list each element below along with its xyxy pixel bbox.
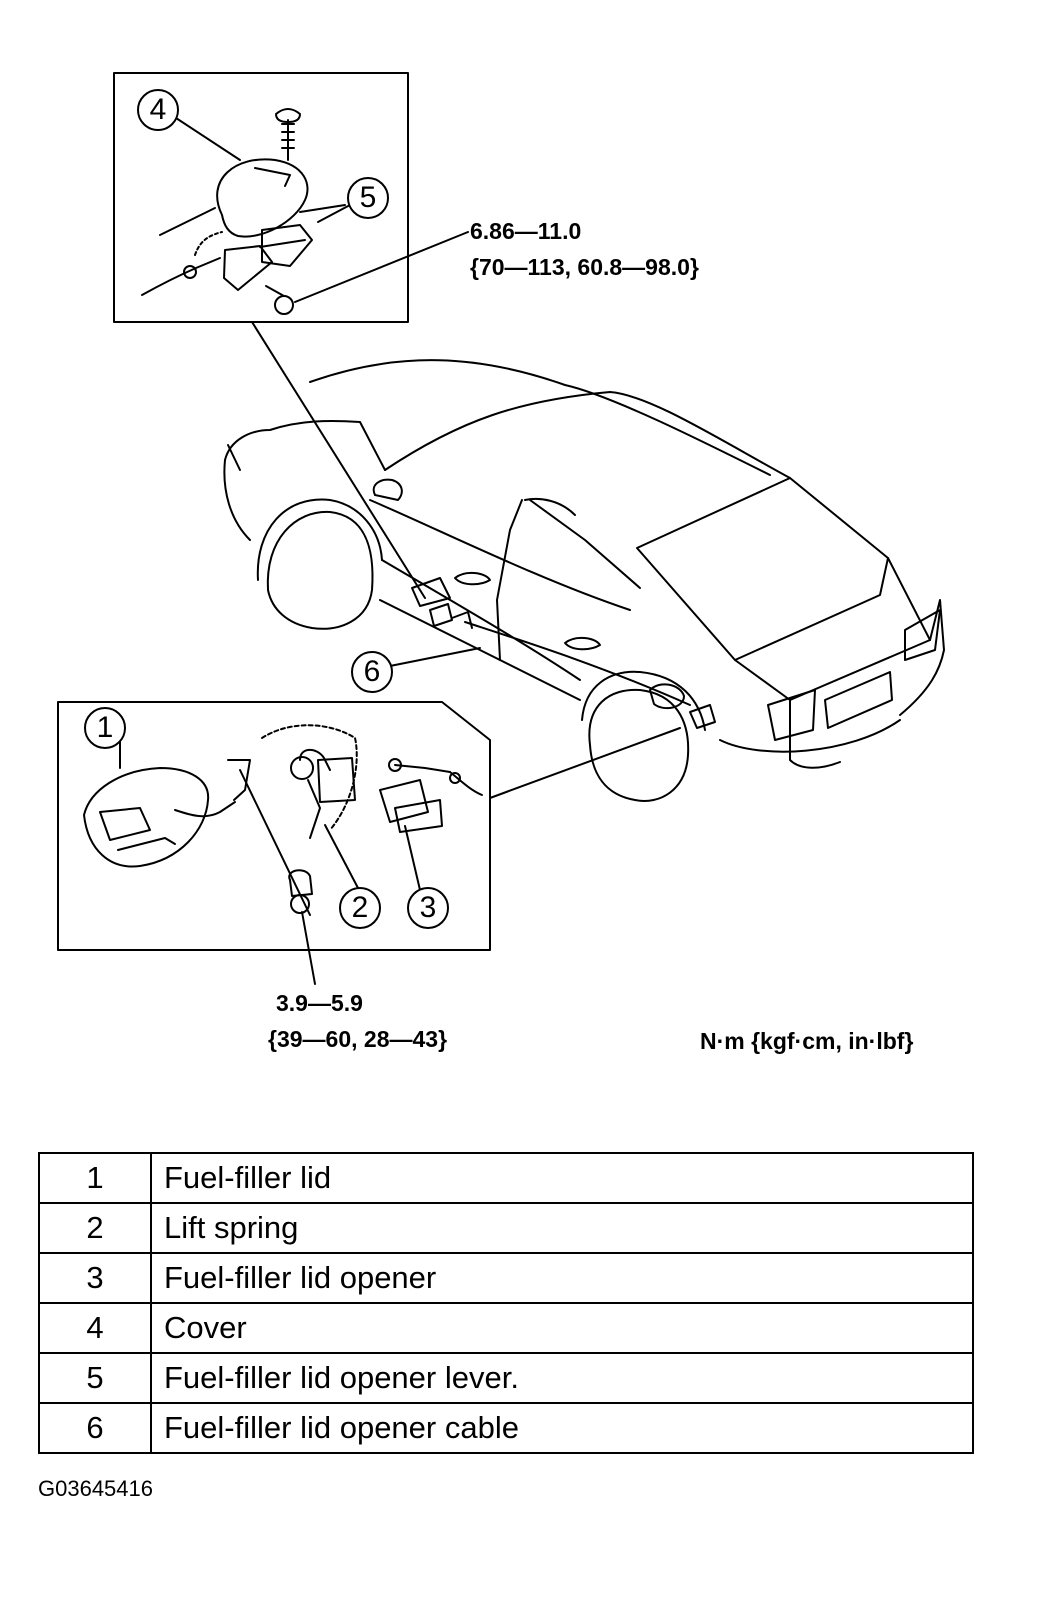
- callout-5-leader: [317, 204, 351, 223]
- lower-box-leader: [489, 727, 681, 799]
- table-row: 5 Fuel-filler lid opener lever.: [38, 1352, 974, 1404]
- part-number: 3: [38, 1252, 152, 1304]
- lower-detail-box: [57, 701, 491, 951]
- car-outline: [223, 359, 945, 802]
- callout-4-leader: [175, 117, 241, 161]
- parts-table: 1 Fuel-filler lid 2 Lift spring 3 Fuel-f…: [38, 1152, 974, 1454]
- part-name: Fuel-filler lid opener lever.: [150, 1352, 974, 1404]
- upper-box-leader: [251, 321, 426, 599]
- table-row: 1 Fuel-filler lid: [38, 1152, 974, 1204]
- callout-5: 5: [347, 177, 389, 219]
- part-name: Fuel-filler lid: [150, 1152, 974, 1204]
- table-row: 4 Cover: [38, 1302, 974, 1354]
- part-name: Fuel-filler lid opener: [150, 1252, 974, 1304]
- part-number: 6: [38, 1402, 152, 1454]
- callout-6: 6: [351, 651, 393, 693]
- part-name: Cover: [150, 1302, 974, 1354]
- part-number: 2: [38, 1202, 152, 1254]
- callout-2-leader: [324, 824, 359, 889]
- upper-torque-leader: [294, 231, 469, 303]
- lower-torque-alt: {39—60, 28—43}: [268, 1026, 448, 1052]
- lower-torque-leader: [301, 911, 316, 985]
- callout-3: 3: [407, 887, 449, 929]
- torque-units: N·m {kgf·cm, in·lbf}: [700, 1028, 914, 1054]
- upper-torque-range: 6.86—11.0: [470, 218, 582, 244]
- upper-torque-alt: {70—113, 60.8—98.0}: [470, 254, 699, 280]
- figure-id: G03645416: [38, 1476, 153, 1501]
- part-name: Fuel-filler lid opener cable: [150, 1402, 974, 1454]
- upper-detail-box: [113, 72, 409, 323]
- part-number: 5: [38, 1352, 152, 1404]
- callout-3-leader: [404, 825, 421, 891]
- part-number: 1: [38, 1152, 152, 1204]
- lower-torque-range: 3.9—5.9: [276, 990, 363, 1016]
- callout-6-leader: [389, 647, 481, 667]
- part-number: 4: [38, 1302, 152, 1354]
- table-row: 2 Lift spring: [38, 1202, 974, 1254]
- callout-2: 2: [339, 887, 381, 929]
- table-row: 3 Fuel-filler lid opener: [38, 1252, 974, 1304]
- table-row: 6 Fuel-filler lid opener cable: [38, 1402, 974, 1454]
- part-name: Lift spring: [150, 1202, 974, 1254]
- callout-1: 1: [84, 707, 126, 749]
- callout-4: 4: [137, 89, 179, 131]
